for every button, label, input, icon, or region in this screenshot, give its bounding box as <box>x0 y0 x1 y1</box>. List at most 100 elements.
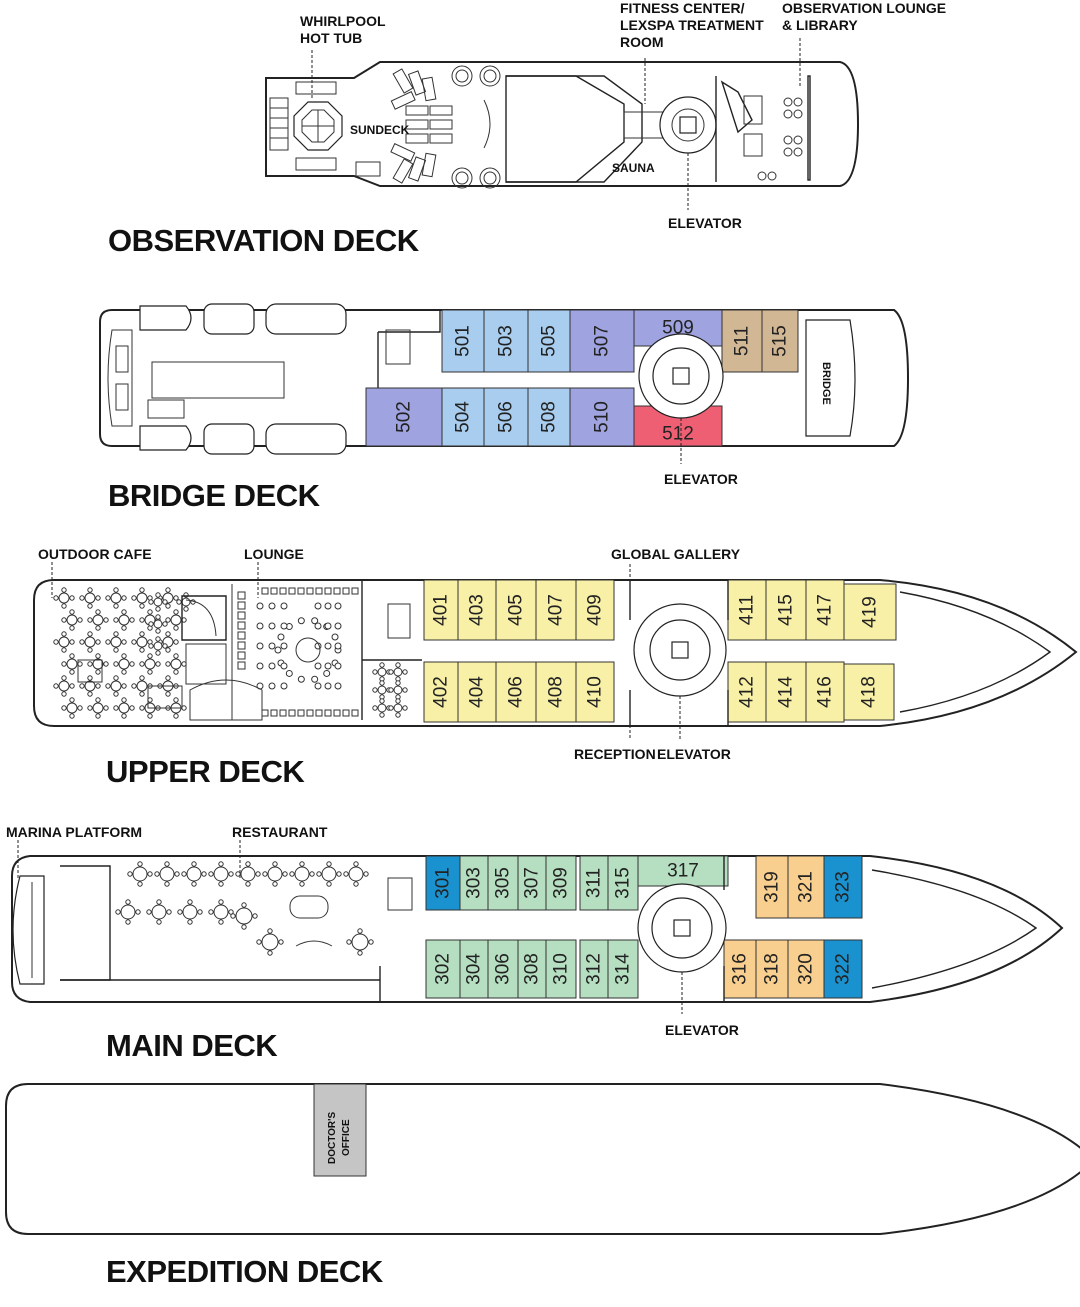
chair <box>402 669 408 675</box>
cabin-406[interactable] <box>495 661 537 723</box>
chair <box>139 603 145 609</box>
chair <box>372 687 378 693</box>
chair <box>395 662 401 668</box>
label-sundeck: SUNDECK <box>350 123 410 137</box>
chair <box>155 650 161 656</box>
cabin-310[interactable] <box>545 939 577 999</box>
cabin-number: 512 <box>662 424 694 445</box>
cabin-401[interactable] <box>423 579 459 641</box>
table <box>377 667 387 677</box>
label-library: & LIBRARY <box>782 17 858 33</box>
chair <box>129 661 135 667</box>
chair <box>173 713 179 719</box>
cabin-322[interactable] <box>823 939 863 999</box>
cabin-316[interactable] <box>723 939 757 999</box>
cabin-402[interactable] <box>423 661 459 723</box>
cabin-414[interactable] <box>765 661 807 723</box>
cabin-number: 301 <box>433 867 454 899</box>
elevator-stair <box>638 333 724 419</box>
chair <box>208 871 214 877</box>
cabin-503[interactable] <box>483 309 529 373</box>
chair <box>181 871 187 877</box>
cabin-312[interactable] <box>579 939 609 999</box>
seat <box>237 641 246 650</box>
deck-title: MAIN DECK <box>106 1028 278 1063</box>
cabin-301[interactable] <box>425 855 461 911</box>
seat <box>315 587 323 595</box>
chair <box>255 871 261 877</box>
chair <box>379 712 385 718</box>
table <box>348 866 364 882</box>
chair <box>131 595 137 601</box>
table <box>144 658 156 670</box>
seat <box>270 587 278 595</box>
cabin-409[interactable] <box>575 579 615 641</box>
chair <box>162 643 168 649</box>
cabin-419[interactable] <box>843 583 897 641</box>
cabin-418[interactable] <box>843 663 895 721</box>
cabin-323[interactable] <box>823 855 863 919</box>
cabin-411[interactable] <box>727 579 767 641</box>
cabin-305[interactable] <box>487 855 519 911</box>
chair <box>379 662 385 668</box>
cabin-501[interactable] <box>441 309 485 373</box>
seat <box>268 642 276 650</box>
stairs <box>355 161 381 177</box>
cabin-408[interactable] <box>535 661 577 723</box>
cabin-502[interactable] <box>365 387 443 447</box>
chair <box>139 705 145 711</box>
cabin-307[interactable] <box>517 855 547 911</box>
chair <box>139 631 145 637</box>
table <box>294 866 310 882</box>
chair <box>272 881 278 887</box>
seat <box>324 662 332 670</box>
label-doctors: DOCTOR'S <box>327 1111 338 1164</box>
cabin-308[interactable] <box>517 939 547 999</box>
seat <box>268 682 276 690</box>
cabin-410[interactable] <box>575 661 615 723</box>
cabin-405[interactable] <box>495 579 537 641</box>
cabin-311[interactable] <box>579 855 609 911</box>
table <box>213 866 229 882</box>
table <box>66 702 78 714</box>
cabin-510[interactable] <box>569 387 635 447</box>
cabin-511[interactable] <box>721 309 763 373</box>
chair <box>343 871 349 877</box>
cabin-507[interactable] <box>569 309 635 373</box>
cabin-304[interactable] <box>459 939 489 999</box>
cabin-number: 504 <box>453 401 474 433</box>
cabin-318[interactable] <box>755 939 789 999</box>
cabin-504[interactable] <box>441 387 485 447</box>
label-room: ROOM <box>620 34 664 50</box>
cabin-515[interactable] <box>761 309 799 373</box>
chair <box>125 919 131 925</box>
chair <box>372 705 378 711</box>
seat <box>279 587 287 595</box>
seat <box>342 709 350 717</box>
seat <box>324 587 332 595</box>
chair <box>121 713 127 719</box>
cabin-number: 418 <box>859 676 880 708</box>
cabin-number: 317 <box>667 861 699 882</box>
chair <box>173 639 179 645</box>
chair <box>87 587 93 593</box>
cabin-416[interactable] <box>805 661 845 723</box>
cabin-319[interactable] <box>755 855 789 919</box>
cabin-314[interactable] <box>607 939 639 999</box>
chair <box>187 899 193 905</box>
cabin-404[interactable] <box>457 661 497 723</box>
cabin-403[interactable] <box>457 579 497 641</box>
chair <box>121 669 127 675</box>
cabin-309[interactable] <box>545 855 577 911</box>
cabin-number: 311 <box>584 868 605 898</box>
chair <box>245 861 251 867</box>
table <box>136 680 148 692</box>
table <box>186 866 202 882</box>
chair <box>309 871 315 877</box>
chair <box>103 705 109 711</box>
cabin-number: 308 <box>522 953 543 985</box>
chair <box>69 713 75 719</box>
seat <box>323 669 331 677</box>
cabin-505[interactable] <box>527 309 571 373</box>
